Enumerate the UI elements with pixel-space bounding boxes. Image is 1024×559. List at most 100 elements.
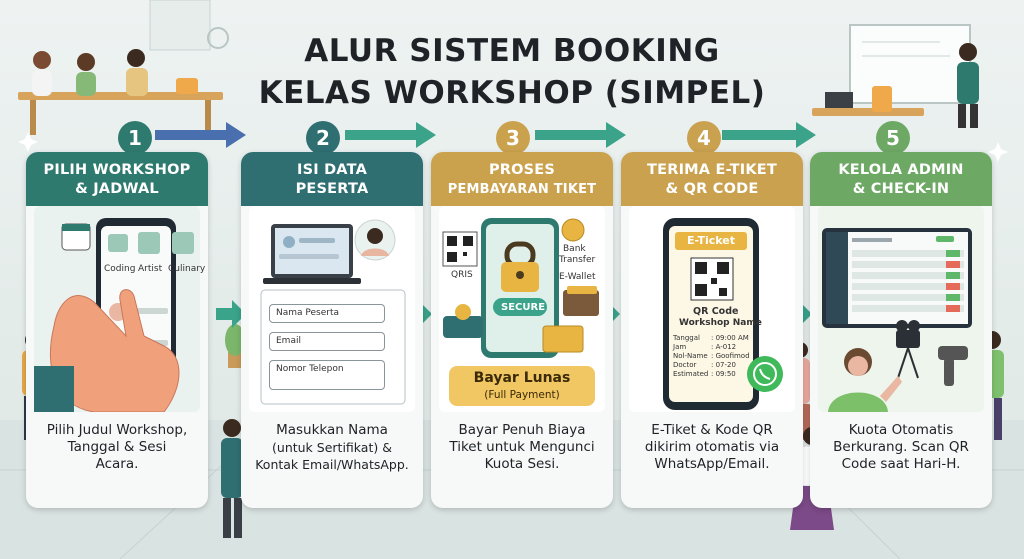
step-2-title-line-2: PESERTA bbox=[295, 181, 369, 197]
category-culinary: Culinary bbox=[168, 264, 206, 274]
step-4-header: TERIMA E-TIKET & QR CODE bbox=[621, 152, 803, 206]
step-2-caption-line-3: Kontak Email/WhatsApp. bbox=[255, 457, 409, 472]
pay-line-2: (Full Payment) bbox=[484, 389, 560, 401]
step-4-title-line-1: TERIMA E-TIKET bbox=[647, 162, 777, 178]
step-5-number: 5 bbox=[876, 121, 910, 155]
step-3-header: PROSES PEMBAYARAN TIKET bbox=[431, 152, 613, 206]
step-3-caption: Bayar Penuh Biaya Tiket untuk Mengunci K… bbox=[431, 422, 613, 502]
phone-with-hand-icon bbox=[34, 218, 194, 413]
step-3-title-line-1: PROSES bbox=[488, 162, 556, 178]
full-payment-badge: Bayar Lunas (Full Payment) bbox=[449, 366, 595, 406]
presenter-icon bbox=[957, 43, 979, 128]
plant-icon bbox=[225, 324, 245, 368]
ticket-row-3-val: : Goofimod bbox=[711, 352, 750, 360]
coding-icon bbox=[108, 234, 128, 252]
step-5-caption-line-2: Berkurang. Scan QR bbox=[833, 439, 969, 455]
card-icon bbox=[542, 325, 584, 353]
ticket-row-5-val: : 09:50 bbox=[711, 370, 736, 378]
top-arrow-3-4 bbox=[535, 122, 626, 148]
diagram-title: ALUR SISTEM BOOKING KELAS WORKSHOP (SIMP… bbox=[230, 30, 794, 114]
admin-dashboard-icon bbox=[822, 228, 972, 412]
chef-hat-icon bbox=[172, 232, 194, 254]
payment-phone-icon bbox=[442, 218, 599, 358]
step-1-caption-line-3: Acara. bbox=[95, 456, 139, 472]
step-5-title-line-1: KELOLA ADMIN bbox=[838, 162, 964, 178]
step-2-caption: Masukkan Nama (untuk Sertifikat) & Konta… bbox=[241, 422, 423, 502]
pay-line-1: Bayar Lunas bbox=[473, 370, 571, 386]
ticket-row-2-val: : A-012 bbox=[711, 343, 737, 351]
name-field: Nama Peserta bbox=[269, 304, 385, 323]
step-1-card: PILIH WORKSHOP & JADWAL Coding Artist Cu… bbox=[26, 152, 208, 508]
top-arrow-1-2 bbox=[155, 122, 246, 148]
ticket-row-4-val: : 07-20 bbox=[711, 361, 736, 369]
secure-label: SECURE bbox=[501, 302, 546, 313]
sparkle-icon bbox=[18, 132, 38, 152]
top-arrow-2-3 bbox=[345, 122, 436, 148]
title-line-2: KELAS WORKSHOP (SIMPEL) bbox=[258, 75, 766, 111]
step-5-illustration bbox=[818, 206, 984, 412]
ticket-row-2-key: Jam bbox=[673, 343, 687, 351]
step-1-illustration: Coding Artist Culinary bbox=[34, 206, 205, 413]
step-5-card: KELOLA ADMIN & CHECK-IN bbox=[810, 152, 992, 508]
step-1-title-line-2: & JADWAL bbox=[75, 181, 159, 197]
step-1-caption: Pilih Judul Workshop, Tanggal & Sesi Aca… bbox=[26, 422, 208, 502]
step-3-caption-line-3: Kuota Sesi. bbox=[484, 456, 560, 472]
ticket-row-3-key: Nol-Name bbox=[673, 352, 708, 360]
step-1-caption-line-2: Tanggal & Sesi bbox=[67, 439, 167, 455]
phone-field: Nomor Telepon bbox=[269, 360, 385, 390]
step-5-caption-line-1: Kuota Otomatis bbox=[848, 422, 954, 438]
step-3-number: 3 bbox=[496, 121, 530, 155]
ticket-row-4-key: Doctor bbox=[673, 361, 697, 369]
step-4-card: TERIMA E-TIKET & QR CODE E-Ticket QR Cod… bbox=[621, 152, 803, 508]
walking-person-icon bbox=[221, 419, 243, 538]
category-artist: Artist bbox=[138, 264, 163, 274]
category-coding: Coding bbox=[104, 264, 136, 274]
bank-transfer-coin-icon bbox=[561, 218, 585, 242]
title-line-1: ALUR SISTEM BOOKING bbox=[304, 33, 720, 69]
artist-brush-icon bbox=[138, 232, 160, 254]
step-4-caption-line-1: E-Tiket & Kode QR bbox=[651, 422, 773, 438]
step-2-caption-line-2: (untuk Sertifikat) & bbox=[272, 440, 392, 455]
qr-label-1: QR Code bbox=[693, 306, 739, 317]
step-3-caption-line-1: Bayar Penuh Biaya bbox=[458, 422, 586, 438]
ticket-header: E-Ticket bbox=[687, 234, 735, 247]
qr-scanner-icon bbox=[938, 346, 968, 386]
step-1-number: 1 bbox=[118, 121, 152, 155]
step-5-caption: Kuota Otomatis Berkurang. Scan QR Code s… bbox=[810, 422, 992, 502]
step-4-illustration: E-Ticket QR Code Workshop Name Tanggal :… bbox=[629, 206, 795, 412]
step-1-title-line-1: PILIH WORKSHOP bbox=[43, 162, 191, 178]
step-2-caption-line-1: Masukkan Nama bbox=[276, 422, 388, 438]
step-4-caption-line-2: dikirim otomatis via bbox=[644, 439, 780, 455]
top-arrow-4-5 bbox=[722, 122, 816, 148]
ticket-row-1-key: Tanggal bbox=[673, 334, 700, 342]
wall-clock-icon bbox=[207, 27, 229, 49]
mid-arrow-1-2 bbox=[216, 300, 246, 328]
step-2-header: ISI DATA PESERTA bbox=[241, 152, 423, 206]
step-1-header: PILIH WORKSHOP & JADWAL bbox=[26, 152, 208, 206]
step-4-caption-line-3: WhatsApp/Email. bbox=[654, 456, 770, 472]
step-3-illustration: QRIS SECURE Bank Transfer E-Wallet Bayar… bbox=[439, 206, 605, 412]
email-field: Email bbox=[269, 332, 385, 351]
bank-label-2: Transfer bbox=[559, 255, 596, 265]
sparkle-icon bbox=[988, 142, 1008, 162]
step-4-number: 4 bbox=[687, 121, 721, 155]
step-5-header: KELOLA ADMIN & CHECK-IN bbox=[810, 152, 992, 206]
video-camera-icon bbox=[896, 320, 920, 379]
step-3-caption-line-2: Tiket untuk Mengunci bbox=[449, 439, 595, 455]
ewallet-label: E-Wallet bbox=[559, 272, 596, 282]
laptop-icon bbox=[825, 92, 853, 108]
audience-left-icon bbox=[32, 49, 198, 96]
ticket-row-5-key: Estimated bbox=[673, 370, 709, 378]
step-2-title-line-1: ISI DATA bbox=[296, 162, 367, 178]
step-1-caption-line-1: Pilih Judul Workshop, bbox=[46, 422, 188, 438]
step-4-title-line-2: & QR CODE bbox=[665, 181, 759, 197]
step-4-caption: E-Tiket & Kode QR dikirim otomatis via W… bbox=[621, 422, 803, 502]
whatsapp-icon bbox=[747, 356, 783, 392]
bank-label-1: Bank bbox=[563, 244, 586, 254]
step-2-illustration: Nama Peserta Email Nomor Telepon bbox=[249, 206, 415, 412]
e-ticket-phone-icon bbox=[663, 218, 783, 410]
step-3-title-line-2: PEMBAYARAN TIKET bbox=[447, 182, 597, 197]
ticket-row-1-val: : 09:00 AM bbox=[711, 334, 749, 342]
step-2-number: 2 bbox=[306, 121, 340, 155]
e-wallet-icon bbox=[563, 290, 599, 316]
